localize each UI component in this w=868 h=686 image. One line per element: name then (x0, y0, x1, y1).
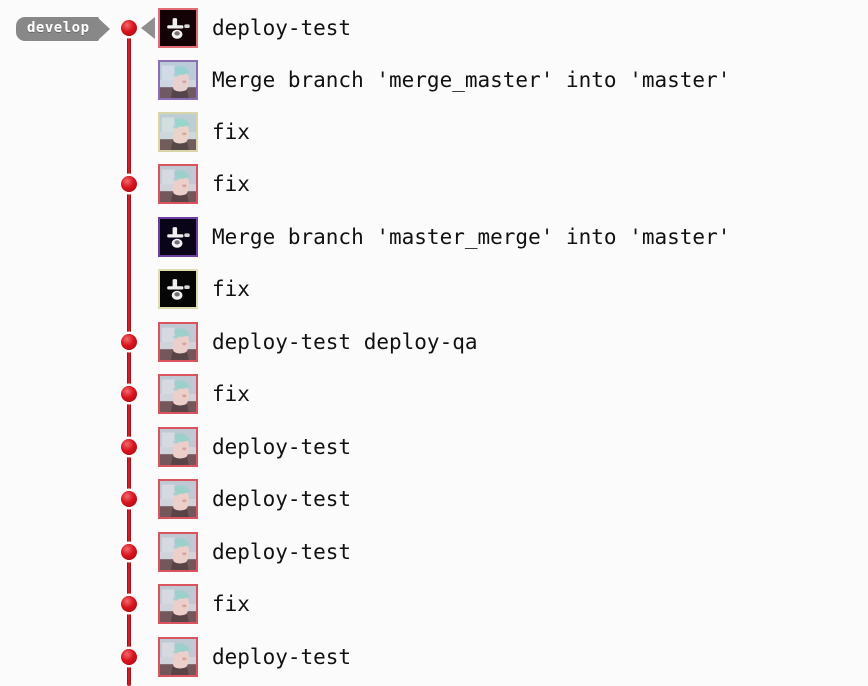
commit-message: fix (212, 172, 250, 196)
commit-row[interactable]: fix (158, 267, 250, 311)
author-avatar (158, 164, 198, 204)
branch-label-arrow-icon (96, 16, 110, 41)
author-avatar (158, 322, 198, 362)
commit-message: deploy-test (212, 540, 352, 564)
author-avatar (158, 374, 198, 414)
commit-message: deploy-test (212, 645, 352, 669)
commit-node-dot[interactable] (121, 176, 137, 192)
commit-message: deploy-test (212, 435, 352, 459)
author-avatar (158, 8, 198, 48)
commit-node-dot[interactable] (121, 649, 137, 665)
commit-node-dot[interactable] (121, 439, 137, 455)
author-avatar (158, 112, 198, 152)
commit-message: fix (212, 277, 250, 301)
commit-message: Merge branch 'merge_master' into 'master… (212, 68, 731, 92)
author-avatar (158, 269, 198, 309)
commit-row[interactable]: fix (158, 110, 250, 154)
author-avatar (158, 427, 198, 467)
commit-row[interactable]: fix (158, 162, 250, 206)
author-avatar (158, 60, 198, 100)
commit-node-dot[interactable] (121, 544, 137, 560)
author-avatar (158, 479, 198, 519)
commit-node-dot[interactable] (121, 491, 137, 507)
commit-row[interactable]: fix (158, 582, 250, 626)
commit-message: fix (212, 592, 250, 616)
commit-node-dot[interactable] (121, 20, 137, 36)
commit-row[interactable]: deploy-test (158, 477, 351, 521)
commit-node-dot[interactable] (121, 386, 137, 402)
commit-graph-lane (0, 0, 152, 686)
branch-label-develop[interactable]: develop (16, 16, 110, 41)
commit-row[interactable]: Merge branch 'merge_master' into 'master… (158, 58, 730, 102)
commit-row[interactable]: Merge branch 'master_merge' into 'master… (158, 215, 730, 259)
commit-message: fix (212, 120, 250, 144)
commit-row[interactable]: fix (158, 372, 250, 416)
author-avatar (158, 532, 198, 572)
commit-row[interactable]: deploy-test (158, 6, 351, 50)
author-avatar (158, 217, 198, 257)
commit-node-dot[interactable] (121, 334, 137, 350)
author-avatar (158, 584, 198, 624)
commit-row[interactable]: deploy-test (158, 530, 351, 574)
commit-row[interactable]: deploy-test (158, 425, 351, 469)
commit-message: deploy-test deploy-qa (212, 330, 478, 354)
commit-message: deploy-test (212, 487, 352, 511)
commit-node-dot[interactable] (121, 596, 137, 612)
author-avatar (158, 637, 198, 677)
commit-message: deploy-test (212, 16, 352, 40)
head-pointer-icon (141, 17, 155, 39)
commit-message: fix (212, 382, 250, 406)
branch-label-text: develop (16, 16, 99, 41)
branch-line-develop (127, 28, 131, 686)
commit-row[interactable]: deploy-test deploy-qa (158, 320, 478, 364)
commit-message: Merge branch 'master_merge' into 'master… (212, 225, 731, 249)
commit-row[interactable]: deploy-test (158, 635, 351, 679)
